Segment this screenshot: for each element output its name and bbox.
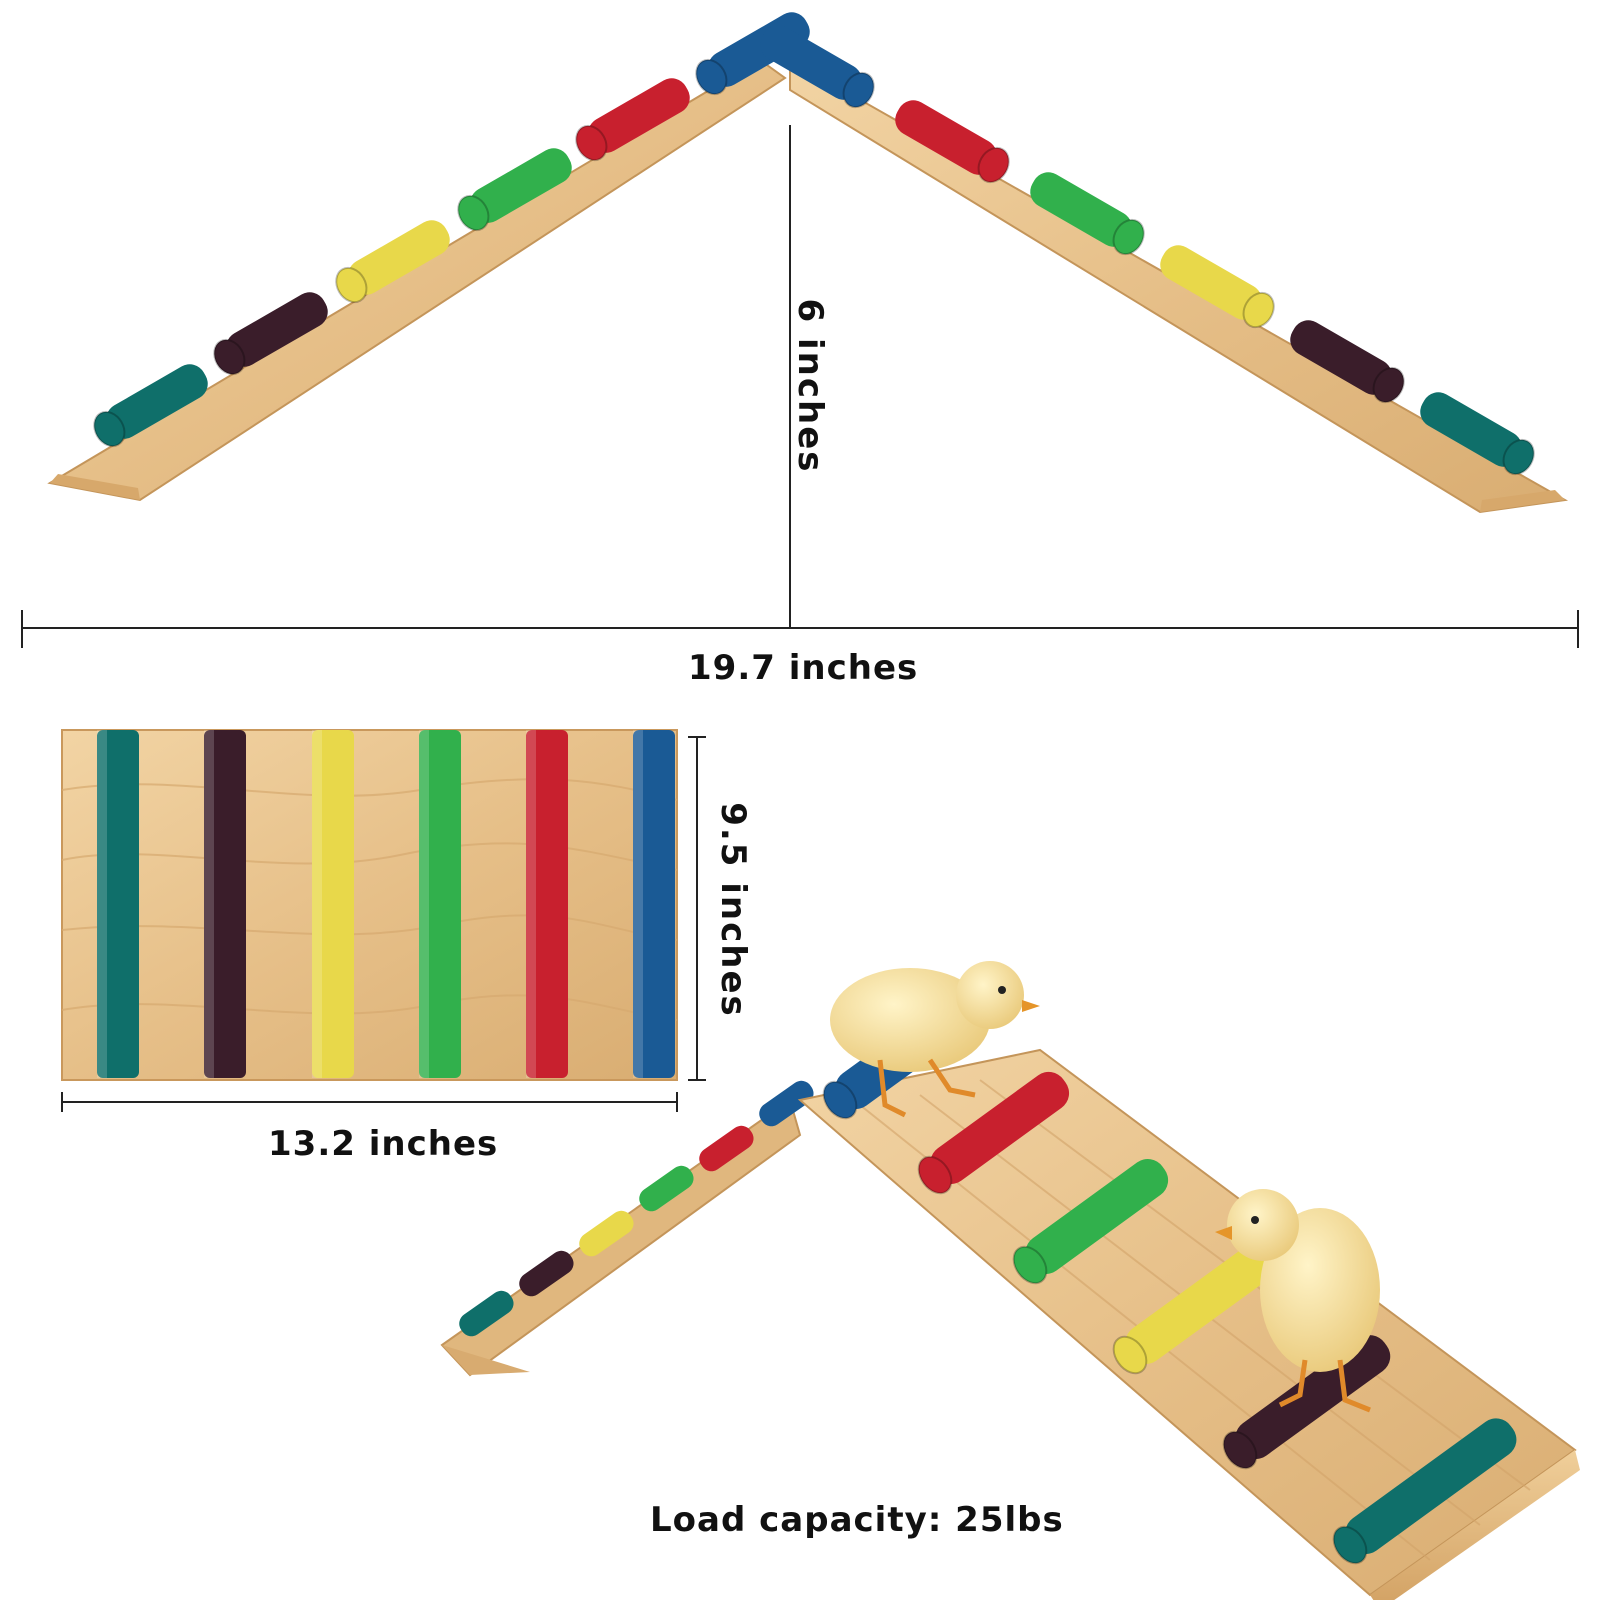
back-rung <box>519 1250 574 1297</box>
front-rung <box>1222 1335 1391 1470</box>
left-rung <box>93 364 208 448</box>
board-height-label: 9.5 inches <box>713 802 753 1018</box>
height-label: 6 inches <box>790 298 830 474</box>
right-rung <box>1160 245 1275 329</box>
back-rung <box>699 1125 754 1172</box>
front-rung <box>1112 1246 1273 1375</box>
ramp-perspective-view <box>440 961 1580 1600</box>
back-rung <box>459 1290 514 1337</box>
right-rung <box>1420 392 1535 476</box>
board-rung <box>204 730 246 1078</box>
right-rung <box>760 25 875 109</box>
front-rung <box>1332 1418 1517 1565</box>
front-rung <box>917 1071 1070 1195</box>
left-rung <box>575 78 690 162</box>
board-rung <box>312 730 354 1078</box>
chick-bottom <box>1215 1189 1380 1413</box>
left-rung <box>335 220 450 304</box>
left-rung <box>213 292 328 376</box>
board-rung <box>97 730 139 1078</box>
board-width-label: 13.2 inches <box>268 1124 499 1164</box>
board-rung <box>419 730 461 1078</box>
back-rung <box>639 1165 694 1212</box>
back-rung <box>579 1210 634 1257</box>
board-rung <box>633 730 675 1078</box>
board-rung <box>526 730 568 1078</box>
chick-top <box>830 961 1040 1118</box>
left-rung <box>457 148 572 232</box>
ramp-side-view <box>47 12 1569 514</box>
right-rung <box>1290 320 1405 404</box>
left-board <box>47 58 787 502</box>
board-top-view <box>61 729 678 1081</box>
right-rung <box>1030 172 1145 256</box>
width-label: 19.7 inches <box>688 648 919 688</box>
right-rung <box>895 100 1010 184</box>
load-capacity-label: Load capacity: 25lbs <box>650 1500 1064 1540</box>
back-rung <box>759 1080 814 1127</box>
front-rung <box>1012 1158 1169 1285</box>
